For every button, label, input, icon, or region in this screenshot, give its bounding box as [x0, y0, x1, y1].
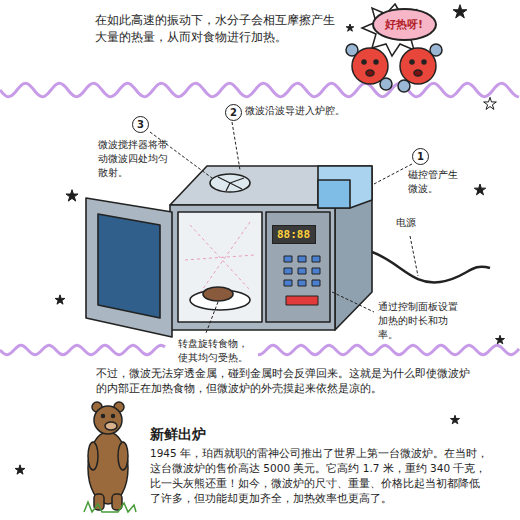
callout-number: 2: [225, 104, 242, 121]
oxygen-atom: [400, 48, 436, 84]
section-heading: 新鲜出炉: [150, 424, 270, 444]
control-panel: [266, 212, 330, 322]
water-molecules: [346, 4, 442, 92]
callout-text: 磁控管产生微波。: [408, 168, 466, 196]
star: [346, 24, 354, 31]
leader-line: [410, 236, 418, 276]
power-cord: [372, 252, 490, 282]
magnetron-front: [318, 180, 350, 208]
oxygen-atom: [352, 48, 388, 84]
bear: [84, 402, 136, 512]
eye: [362, 60, 366, 64]
star: [453, 5, 467, 18]
leader-line: [206, 302, 218, 333]
star: [15, 465, 25, 474]
display-digits: 88:88: [272, 225, 316, 244]
bear-arm: [88, 442, 98, 470]
mouth: [414, 70, 422, 76]
door-window: [98, 214, 160, 318]
star: [55, 295, 65, 304]
eye: [374, 60, 378, 64]
oven-door: [86, 198, 172, 337]
intro-text: 在如此高速的振动下，水分子会相互摩擦产生大量的热量，从而对食物进行加热。: [95, 12, 343, 45]
stirrer-blades: [218, 177, 244, 191]
part-label: 电源: [396, 216, 436, 230]
grass: [84, 502, 136, 512]
eye: [422, 60, 426, 64]
body-text: 1945 年，珀西就职的雷神公司推出了世界上第一台微波炉。在当时，这台微波炉的售…: [150, 446, 490, 506]
body-text: 不过，微波无法穿透金属，碰到金属时会反弹回来。这就是为什么即使微波炉的内部正在加…: [96, 366, 480, 396]
star: [496, 335, 505, 344]
decoration: [0, 5, 519, 474]
part-caption: 转盘旋转食物，使其均匀受热。: [178, 337, 252, 365]
bear-arm: [118, 442, 128, 470]
callout-text: 微波沿波导进入炉腔。: [245, 104, 365, 119]
bear-snout: [105, 422, 117, 430]
eye: [410, 60, 414, 64]
leader-line: [374, 164, 412, 184]
buttons: [284, 256, 320, 286]
food: [203, 287, 233, 301]
callout-text: 微波搅拌器将带动微波四处均匀散射。: [98, 138, 172, 179]
oven-front: [170, 205, 335, 330]
bear-body: [88, 432, 128, 504]
leader-lines: [150, 122, 418, 333]
start-button: [286, 296, 318, 305]
eye: [112, 415, 115, 418]
star: [66, 190, 78, 201]
eye: [102, 415, 105, 418]
oven-cavity: [178, 212, 262, 322]
part-caption: 通过控制面板设置加热的时长和功率。: [378, 300, 462, 341]
bear-head: [94, 406, 122, 434]
leader-line: [332, 292, 374, 312]
speech-bubble: 好热呀!: [372, 8, 437, 41]
stirrer: [210, 174, 250, 192]
leader-line: [232, 122, 240, 170]
star: [474, 184, 485, 195]
callout-number: 3: [132, 116, 149, 133]
star: [451, 415, 460, 424]
wavy-line: [258, 345, 519, 355]
display-panel: 88:88: [272, 225, 316, 244]
star: [484, 97, 497, 109]
callout-number: 1: [412, 148, 429, 165]
mouth: [366, 70, 374, 76]
microwave-rays: [185, 222, 255, 300]
magnetron: [318, 166, 372, 208]
wavy-line: [0, 345, 165, 354]
speech-text: 好热呀!: [372, 8, 437, 41]
wavy-line: [0, 83, 519, 97]
